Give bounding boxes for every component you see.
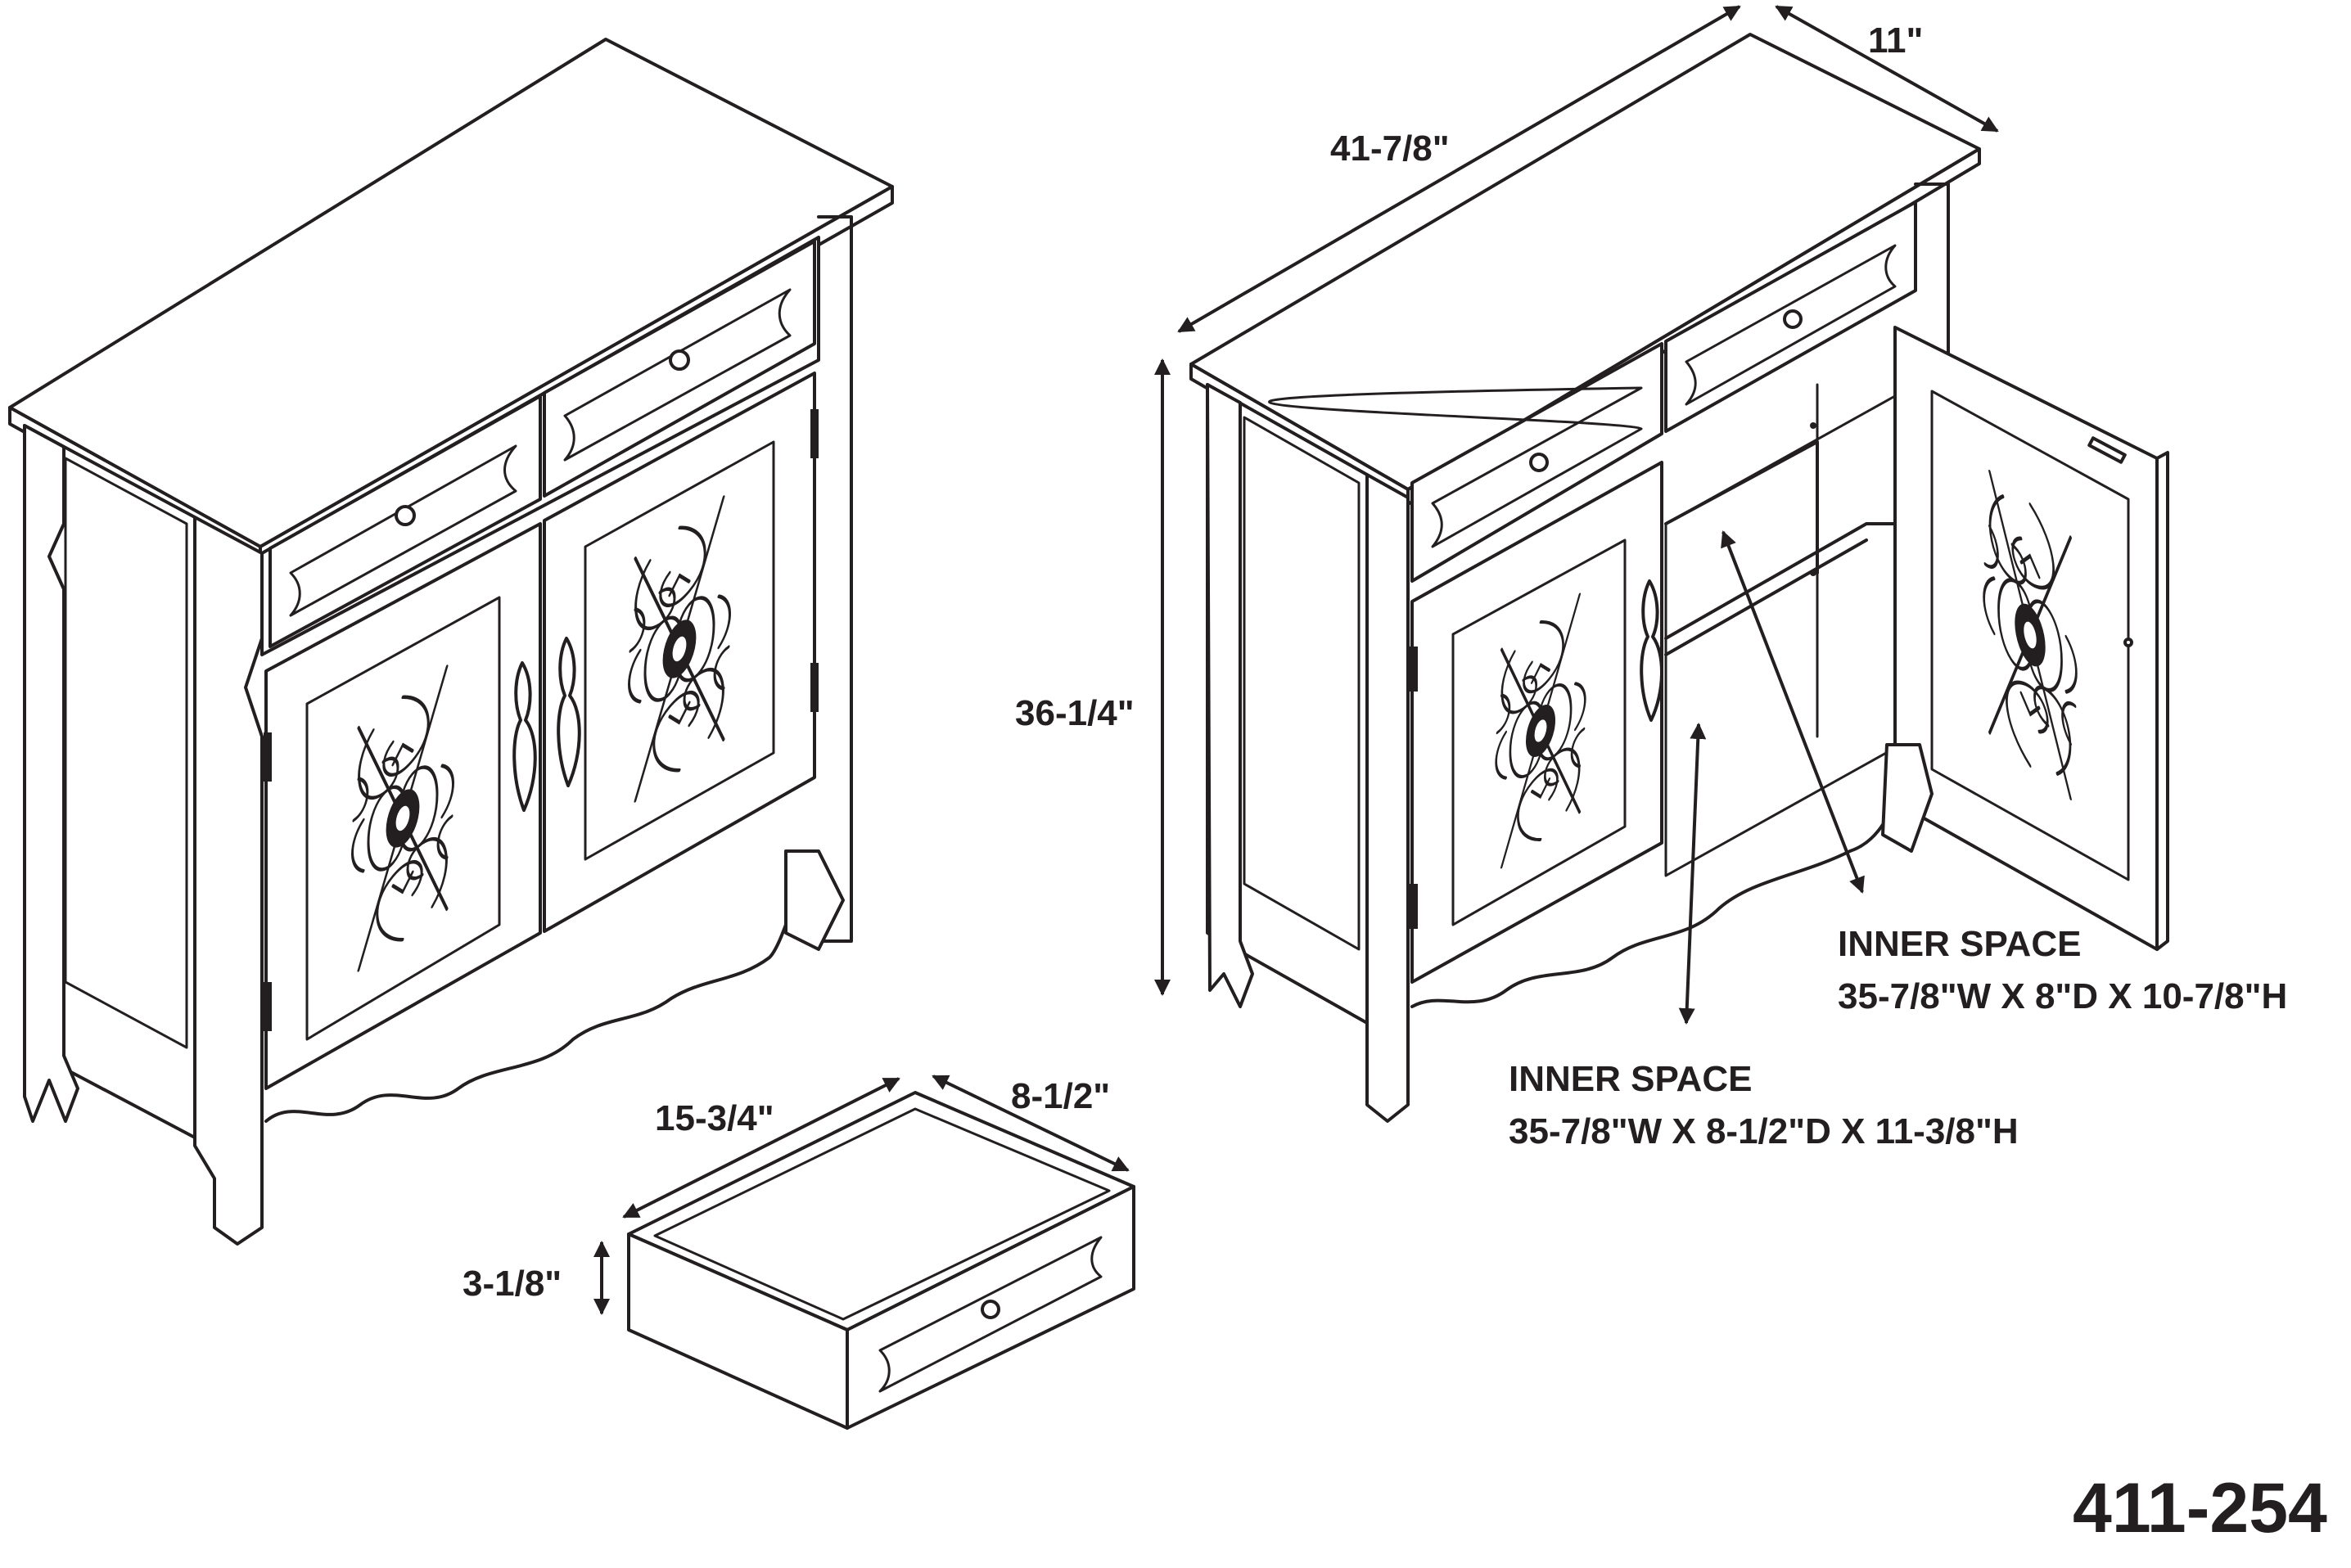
drawer-knob-icon [395,505,416,526]
drawer-width-line [622,1077,900,1219]
inner-space-arrow-bottom [1678,723,1707,1025]
overall-depth-label: 11" [1868,20,1924,61]
inner-space-arrow-top [1721,530,1865,894]
dimension-lines [593,5,1999,1315]
drawer-knob-icon [1529,453,1549,472]
inner-space-size: 35-7/8"W X 8-1/2"D X 11-3/8"H [1509,1111,2019,1151]
overall-width-label: 41-7/8" [1330,128,1450,169]
door-handle-icon [512,661,537,812]
cabinet-interior [1664,383,1917,877]
drawer-width-label: 15-3/4" [655,1098,774,1138]
drawer-detail [627,1091,1135,1430]
door-handle-icon [1640,579,1663,722]
inner-space-lower: INNER SPACE 35-7/8"W X 8-1/2"D X 11-3/8"… [1509,1053,2019,1158]
drawer-knob-icon [669,349,690,371]
cabinet-front-view [8,38,894,1246]
inner-space-title: INNER SPACE [1838,924,2082,964]
cabinet-front-leg [193,516,264,1246]
inner-space-title: INNER SPACE [1509,1059,1753,1099]
overall-height-label: 36-1/4" [1015,693,1135,733]
depth-dimension-line [1775,5,1999,133]
drawer-height-label: 3-1/8" [463,1264,562,1304]
drawer-depth-line [932,1075,1130,1172]
drawer-depth-label: 8-1/2" [1011,1076,1111,1116]
inner-space-upper: INNER SPACE 35-7/8"W X 8"D X 10-7/8"H [1838,918,2287,1023]
cabinet-front-leg [1365,473,1410,1123]
model-number: 411-254 [2073,1469,2327,1548]
drawer-knob-icon [1783,309,1803,329]
door-handle-icon [557,637,581,787]
inner-space-size: 35-7/8"W X 8"D X 10-7/8"H [1838,975,2288,1016]
width-dimension-line [1177,5,1741,333]
drawer-knob-icon [981,1300,1000,1319]
